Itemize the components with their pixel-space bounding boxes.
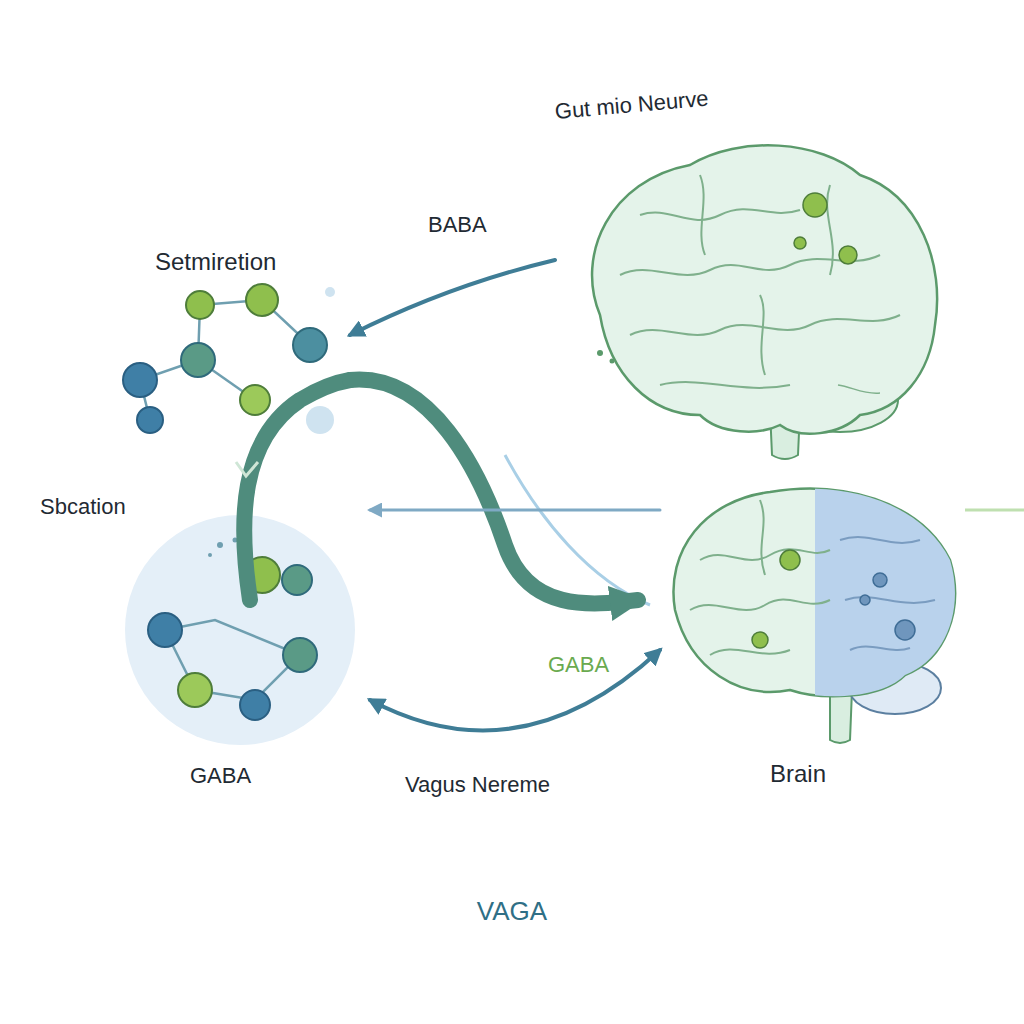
illustration-part (148, 557, 317, 720)
tube-chevron (236, 462, 258, 476)
illustration-part (830, 690, 852, 743)
connector-arrow (370, 509, 660, 512)
brain-node: Gut mio Neurve (555, 95, 945, 445)
cluster-node: Setmiretion (110, 245, 350, 445)
illustration-part (186, 291, 214, 319)
illustration-part (838, 385, 880, 393)
illustration-part (860, 595, 870, 605)
illustration-part (780, 550, 800, 570)
connector-arrow (370, 650, 660, 730)
molecule-cluster-upper (123, 284, 335, 434)
illustration-part (181, 343, 215, 377)
node-label: Setmiretion (155, 248, 276, 277)
illustration-part (850, 646, 910, 650)
illustration-part (860, 573, 915, 640)
illustration-part (620, 175, 900, 388)
illustration-part (690, 600, 830, 610)
illustration-part (710, 650, 790, 655)
illustration-part (673, 489, 955, 697)
illustration-part (752, 550, 800, 648)
illustration-part (597, 350, 603, 356)
illustration-part (208, 538, 238, 558)
illustration-part (839, 246, 857, 264)
illustration-part (123, 363, 157, 397)
illustration-part (592, 145, 937, 433)
node-label: Brain (770, 760, 826, 789)
node-label: GABA (190, 763, 251, 789)
illustration-part (840, 537, 920, 543)
illustration-part (306, 406, 334, 434)
illustration-part (282, 565, 312, 595)
illustration-part (597, 350, 615, 364)
illustration-part (610, 359, 615, 364)
illustration-part (660, 382, 790, 388)
illustration-part (240, 385, 270, 415)
illustration-part (840, 537, 935, 650)
illustration-part (827, 185, 833, 275)
illustration-part (640, 209, 800, 220)
illustration-part (794, 193, 857, 264)
brain-top (592, 145, 937, 459)
connector-arrow (350, 380, 638, 604)
illustration-part (700, 175, 705, 255)
illustration-part (246, 284, 278, 316)
node-label: Gut mio Neurve (554, 86, 710, 126)
illustration-part (293, 328, 327, 362)
illustration-part (845, 597, 935, 603)
connector-arrow (350, 260, 555, 335)
tube (244, 380, 350, 600)
caption: VAGA (0, 896, 1024, 927)
illustration-part (630, 315, 900, 335)
illustration-part (325, 287, 335, 297)
illustration-part (700, 549, 830, 560)
illustration-part (240, 690, 270, 720)
illustration-part (148, 613, 182, 647)
text-label: Sbcation (40, 494, 126, 520)
illustration-part (873, 573, 887, 587)
illustration-part (895, 620, 915, 640)
illustration-part (217, 542, 223, 548)
edge-label: BABA (425, 212, 490, 238)
illustration-part (794, 237, 806, 249)
illustration-part (208, 553, 212, 557)
cluster-node: GABA (120, 505, 370, 795)
illustration-part (752, 632, 768, 648)
illustration-part (760, 500, 765, 575)
illustration-part (178, 673, 212, 707)
text-label: GABA (548, 652, 609, 678)
illustration-part (760, 295, 765, 375)
illustration-part (803, 193, 827, 217)
illustration-part (690, 500, 830, 655)
brain-node: Brain (660, 485, 965, 795)
brain-bottom (673, 489, 1024, 743)
illustration-part (283, 638, 317, 672)
illustration-part (965, 509, 1024, 512)
edge-label: Vagus Nereme (402, 772, 553, 798)
illustration-part (137, 407, 163, 433)
illustration-part (815, 489, 955, 697)
